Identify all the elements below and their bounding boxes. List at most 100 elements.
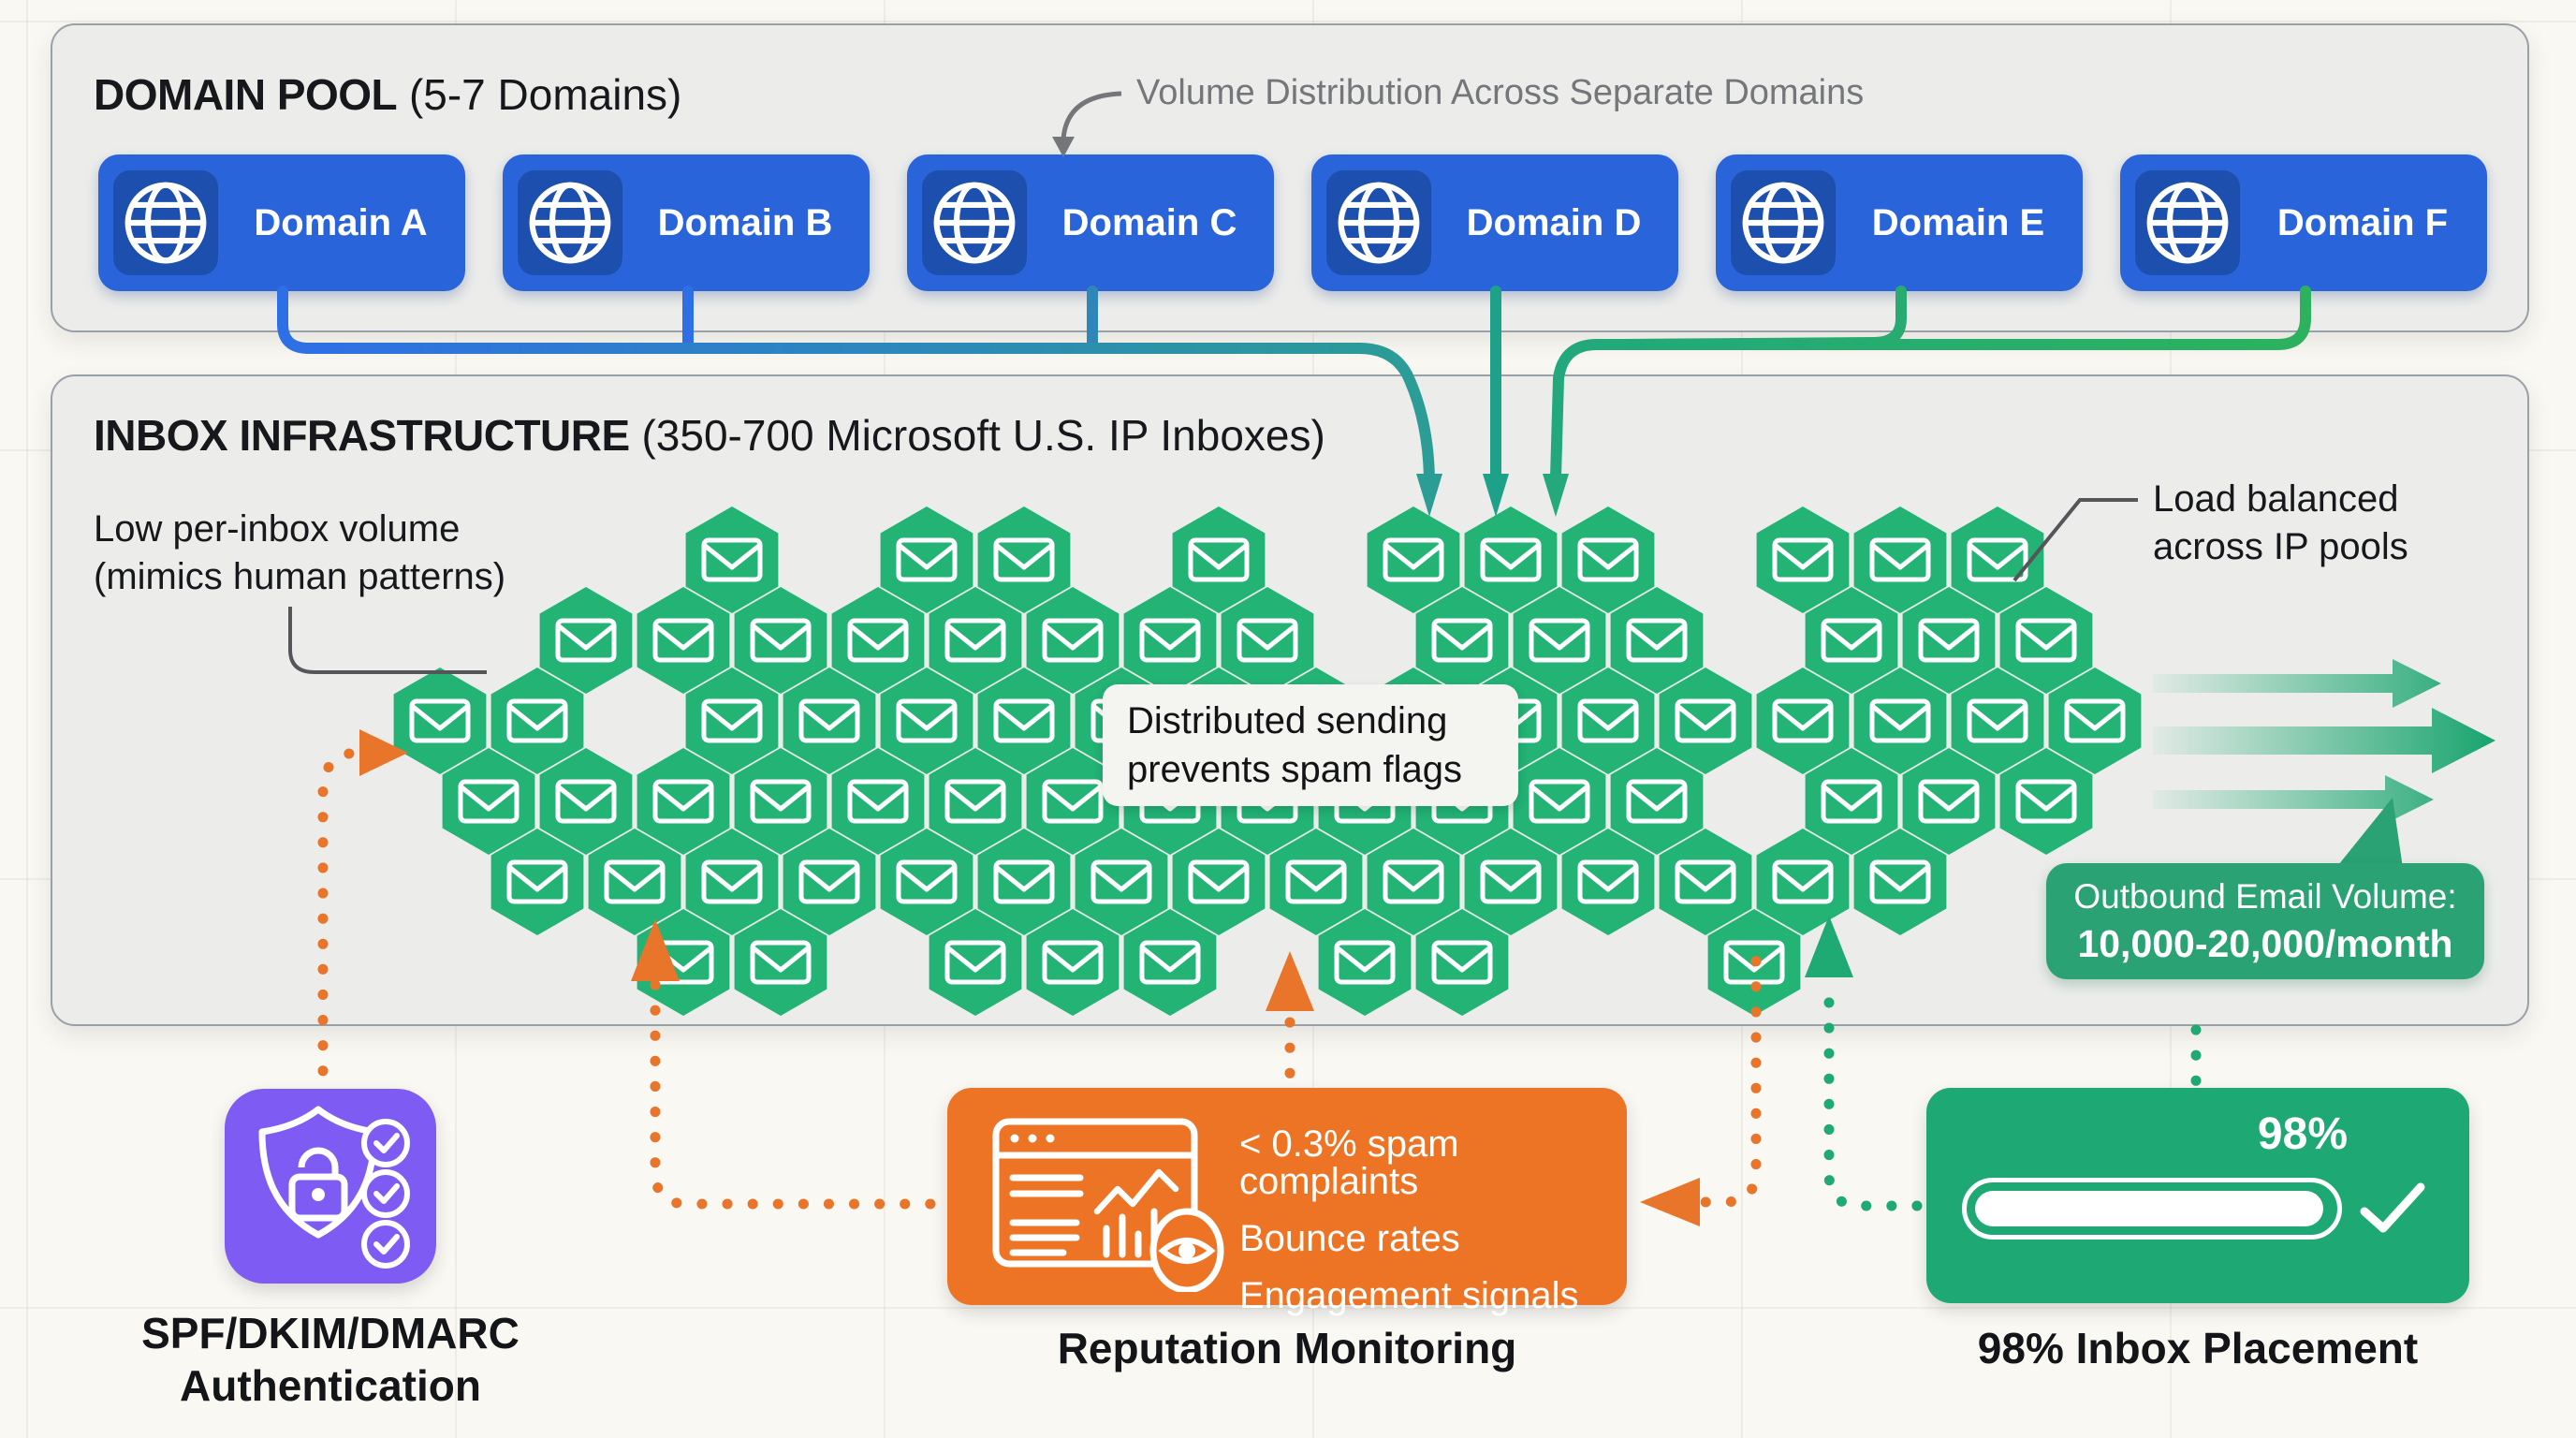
email-icon (506, 698, 568, 743)
inbox-hexagon (1464, 829, 1558, 935)
globe-icon (518, 170, 622, 275)
inbox-hexagon (880, 829, 973, 935)
inbox-hexagon (977, 668, 1071, 774)
email-icon (652, 618, 714, 663)
inbox-hexagon (734, 748, 827, 855)
email-icon (1480, 859, 1542, 904)
inbox-hexagon (685, 506, 779, 613)
globe-icon (2135, 170, 2240, 275)
inbox-hexagon (1221, 587, 1314, 694)
inbox-hexagon (1123, 587, 1217, 694)
domain-node-e: Domain E (1716, 154, 2083, 291)
email-icon (1237, 618, 1298, 663)
email-icon (896, 698, 958, 743)
email-icon (1869, 537, 1931, 582)
inbox-hexagon (1853, 829, 1947, 935)
progress-fill (1975, 1191, 2324, 1226)
label-connectors (288, 498, 2138, 674)
inbox-hexagon (637, 587, 730, 694)
email-icon (1090, 859, 1152, 904)
domain-node-b: Domain B (503, 154, 870, 291)
inbox-hexagon (539, 587, 633, 694)
email-icon (750, 618, 812, 663)
email-icon (1139, 940, 1201, 985)
email-icon (1967, 537, 2028, 582)
inbox-hexagon (1999, 748, 2093, 855)
left-arrow-icon (1640, 1178, 1700, 1226)
reputation-item: Engagement signals (1239, 1275, 1579, 1316)
email-icon (993, 859, 1055, 904)
inbox-hexagon (1902, 748, 1996, 855)
email-icon (2015, 779, 2077, 824)
inbox-hexagon (1561, 506, 1655, 613)
domain-label: Domain E (1871, 201, 2045, 243)
inbox-hexagon (977, 506, 1071, 613)
email-icon (604, 859, 666, 904)
inbox-hexagon (1026, 748, 1120, 855)
domain-label: Domain D (1466, 201, 1642, 243)
checklist-check-icon (361, 1119, 410, 1269)
email-icon (1480, 537, 1542, 582)
email-icon (1577, 859, 1639, 904)
inbox-hexagon (1269, 829, 1363, 935)
inbox-hexagon (1415, 587, 1509, 694)
email-icon (750, 940, 812, 985)
inbox-hexagon (1318, 909, 1412, 1016)
eye-icon (1149, 1208, 1224, 1292)
email-icon (506, 859, 568, 904)
email-icon (1918, 618, 1980, 663)
email-icon (1285, 859, 1347, 904)
email-icon (944, 940, 1006, 985)
green-dotted-paths (1823, 976, 2202, 1211)
inbox-hexagon (1805, 587, 1898, 694)
email-icon (1042, 779, 1104, 824)
globe-icon (922, 170, 1027, 275)
email-icon (555, 779, 617, 824)
inbox-hexagon (1464, 506, 1558, 613)
placement-caption: 98% Inbox Placement (1977, 1324, 2419, 1372)
email-icon (1431, 618, 1493, 663)
inbox-hexagon (1561, 829, 1655, 935)
email-icon (458, 779, 520, 824)
placement-percent: 98% (2257, 1109, 2348, 1159)
inbox-hexagon (783, 829, 876, 935)
email-icon (1188, 537, 1250, 582)
email-icon (1139, 618, 1201, 663)
inbox-hexagon (880, 506, 973, 613)
reputation-monitoring-card: < 0.3% spam complaints Bounce rates Enga… (947, 1088, 1627, 1314)
email-icon (652, 779, 714, 824)
inbox-hexagon (1659, 668, 1752, 774)
inbox-hexagon (1367, 506, 1460, 613)
globe-icon (1326, 170, 1431, 275)
inbox-hexagon (1659, 829, 1752, 935)
email-icon (1626, 779, 1688, 824)
down-arrow-icon (1543, 474, 1569, 517)
inbox-hexagon (1026, 587, 1120, 694)
inbox-hexagon (1756, 829, 1850, 935)
up-arrow-icon (1266, 951, 1314, 1011)
orange-dotted-paths (317, 747, 1762, 1210)
authentication-caption: SPF/DKIM/DMARC Authentication (141, 1309, 520, 1411)
inbox-hexagon (880, 668, 973, 774)
email-icon (701, 698, 763, 743)
email-icon (1821, 618, 1882, 663)
globe-icon (1731, 170, 1836, 275)
email-icon (798, 859, 860, 904)
reputation-caption: Reputation Monitoring (1057, 1324, 1517, 1372)
email-icon (944, 779, 1006, 824)
outbound-volume-badge: Outbound Email Volume: 10,000-20,000/mon… (2046, 863, 2484, 979)
email-icon (944, 618, 1006, 663)
globe-icon (113, 170, 218, 275)
inbox-title-bold: INBOX INFRASTRUCTURE (94, 411, 630, 460)
email-icon (993, 537, 1055, 582)
domain-label: Domain C (1061, 201, 1237, 243)
domain-connectors (277, 286, 2311, 485)
badge-tail (2331, 798, 2404, 874)
domain-pool-title-bold: DOMAIN POOL (94, 70, 398, 119)
email-icon (1772, 537, 1834, 582)
inbox-hexagon (637, 748, 730, 855)
inbox-hexagon (1756, 506, 1850, 613)
domain-pool-title-note: (5-7 Domains) (408, 70, 682, 119)
